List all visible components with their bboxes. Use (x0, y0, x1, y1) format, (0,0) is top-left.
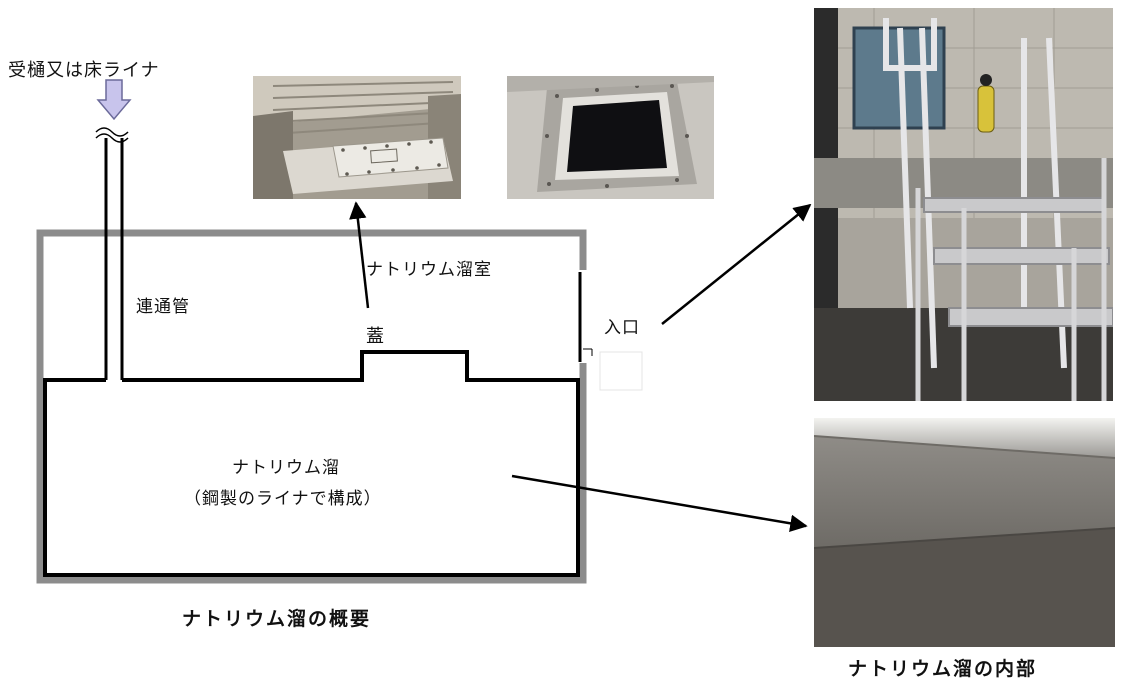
arrow-to-entrance-photo (661, 203, 812, 325)
room-label: ナトリウム溜室 (366, 260, 492, 280)
lid-closed-photo (253, 76, 461, 199)
lid-open-photo (507, 76, 714, 199)
pit-interior-photo (814, 418, 1115, 647)
floor-liner-label: 受樋又は床ライナ (8, 60, 160, 81)
entrance-label: 入口 (604, 318, 640, 338)
sodium-pit-outline (43, 350, 580, 577)
connecting-pipe-label: 連通管 (136, 297, 190, 317)
lid-label: 蓋 (366, 326, 385, 347)
entrance-stairs-photo (814, 8, 1113, 401)
down-arrow-icon (96, 79, 132, 121)
entrance-door (578, 272, 643, 391)
interior-caption: ナトリウム溜の内部 (848, 658, 1038, 680)
pit-name-label: ナトリウム溜 (232, 458, 340, 478)
overview-caption: ナトリウム溜の概要 (182, 608, 372, 630)
pit-note-label: （鋼製のライナで構成） (184, 489, 382, 509)
arrow-to-interior-photo (511, 474, 808, 532)
connecting-pipe (95, 124, 129, 380)
room-outline (36, 229, 587, 584)
arrow-to-lid-photo (349, 201, 370, 309)
